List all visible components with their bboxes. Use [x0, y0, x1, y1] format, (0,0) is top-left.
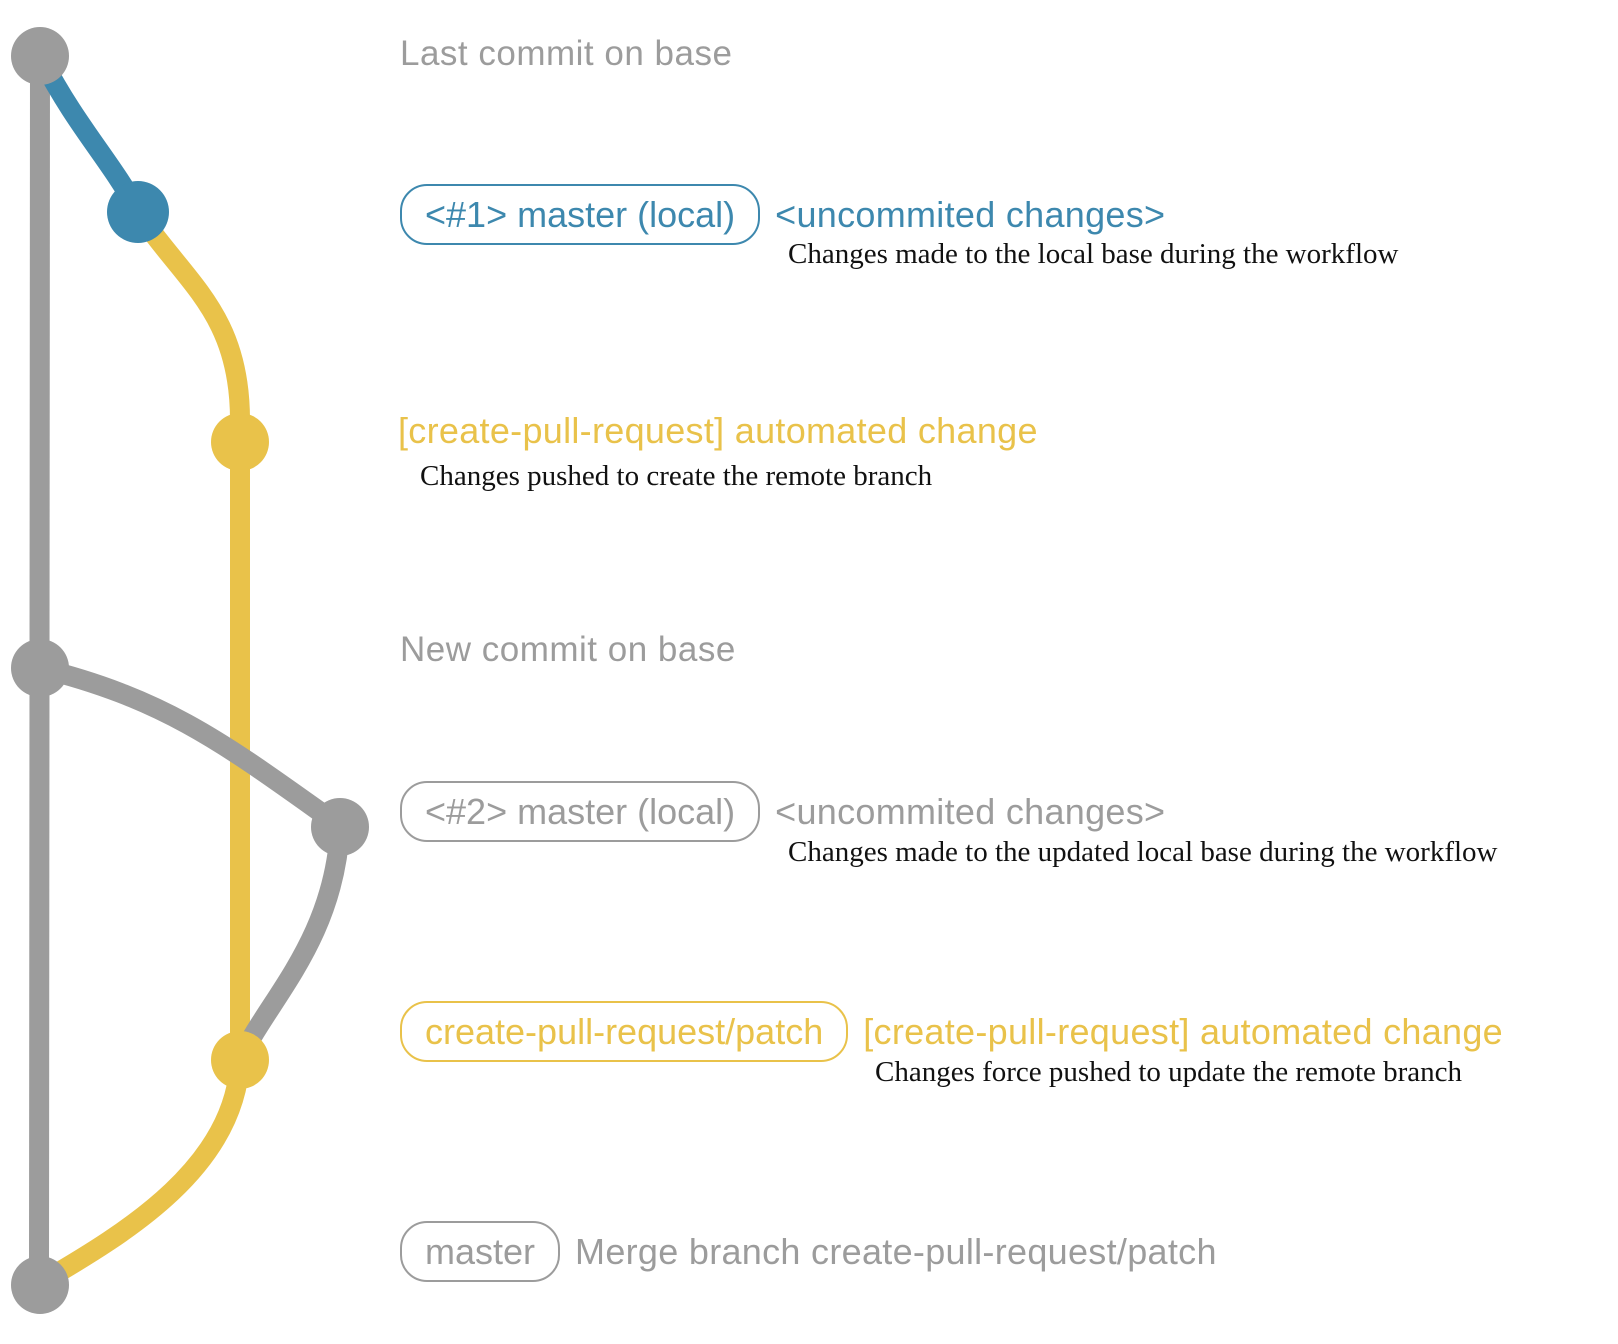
commit-dot-patch-2 — [211, 1031, 269, 1089]
annotation-merge: master Merge branch create-pull-request/… — [400, 1221, 1217, 1282]
commit-description-patch-1: Changes pushed to create the remote bran… — [420, 460, 933, 492]
branch-tag-master: master — [400, 1221, 561, 1282]
base-update-line — [30, 658, 350, 836]
branch-tag-patch: create-pull-request/patch — [400, 1001, 849, 1062]
commit-description-patch-2: Changes force pushed to update the remot… — [875, 1056, 1463, 1088]
branch-tag-local-2: <#2> master (local) — [400, 781, 761, 842]
commit-description-local-1: Changes made to the local base during th… — [788, 238, 1399, 270]
commit-message-patch-2: [create-pull-request] automated change — [863, 1010, 1504, 1052]
annotation-last-commit: Last commit on base — [400, 34, 732, 74]
commit-dot-last-base — [11, 27, 69, 85]
commit-message-local-1: <uncommited changes> — [775, 193, 1166, 235]
annotation-patch-1: [create-pull-request] automated change — [398, 410, 1038, 452]
commit-dot-merge — [11, 1256, 69, 1314]
new-commit-label: New commit on base — [400, 630, 736, 669]
commit-dot-local-1 — [107, 181, 169, 243]
last-commit-label: Last commit on base — [400, 34, 733, 73]
commit-description-local-2: Changes made to the updated local base d… — [788, 836, 1498, 868]
annotation-new-commit: New commit on base — [400, 630, 736, 670]
branch-tag-local-1: <#1> master (local) — [400, 184, 761, 245]
annotation-patch-2: create-pull-request/patch [create-pull-r… — [400, 1001, 1503, 1062]
commit-dot-new-base — [11, 639, 69, 697]
annotation-local-2: <#2> master (local) <uncommited changes> — [400, 781, 1165, 842]
commit-message-merge: Merge branch create-pull-request/patch — [575, 1230, 1217, 1272]
commit-message-patch-1: [create-pull-request] automated change — [398, 410, 1038, 451]
commit-message-local-2: <uncommited changes> — [775, 790, 1166, 832]
annotation-local-1: <#1> master (local) <uncommited changes> — [400, 184, 1165, 245]
commit-dot-local-2 — [311, 798, 369, 856]
rebase-line — [232, 818, 350, 1066]
commit-dot-patch-1 — [211, 413, 269, 471]
